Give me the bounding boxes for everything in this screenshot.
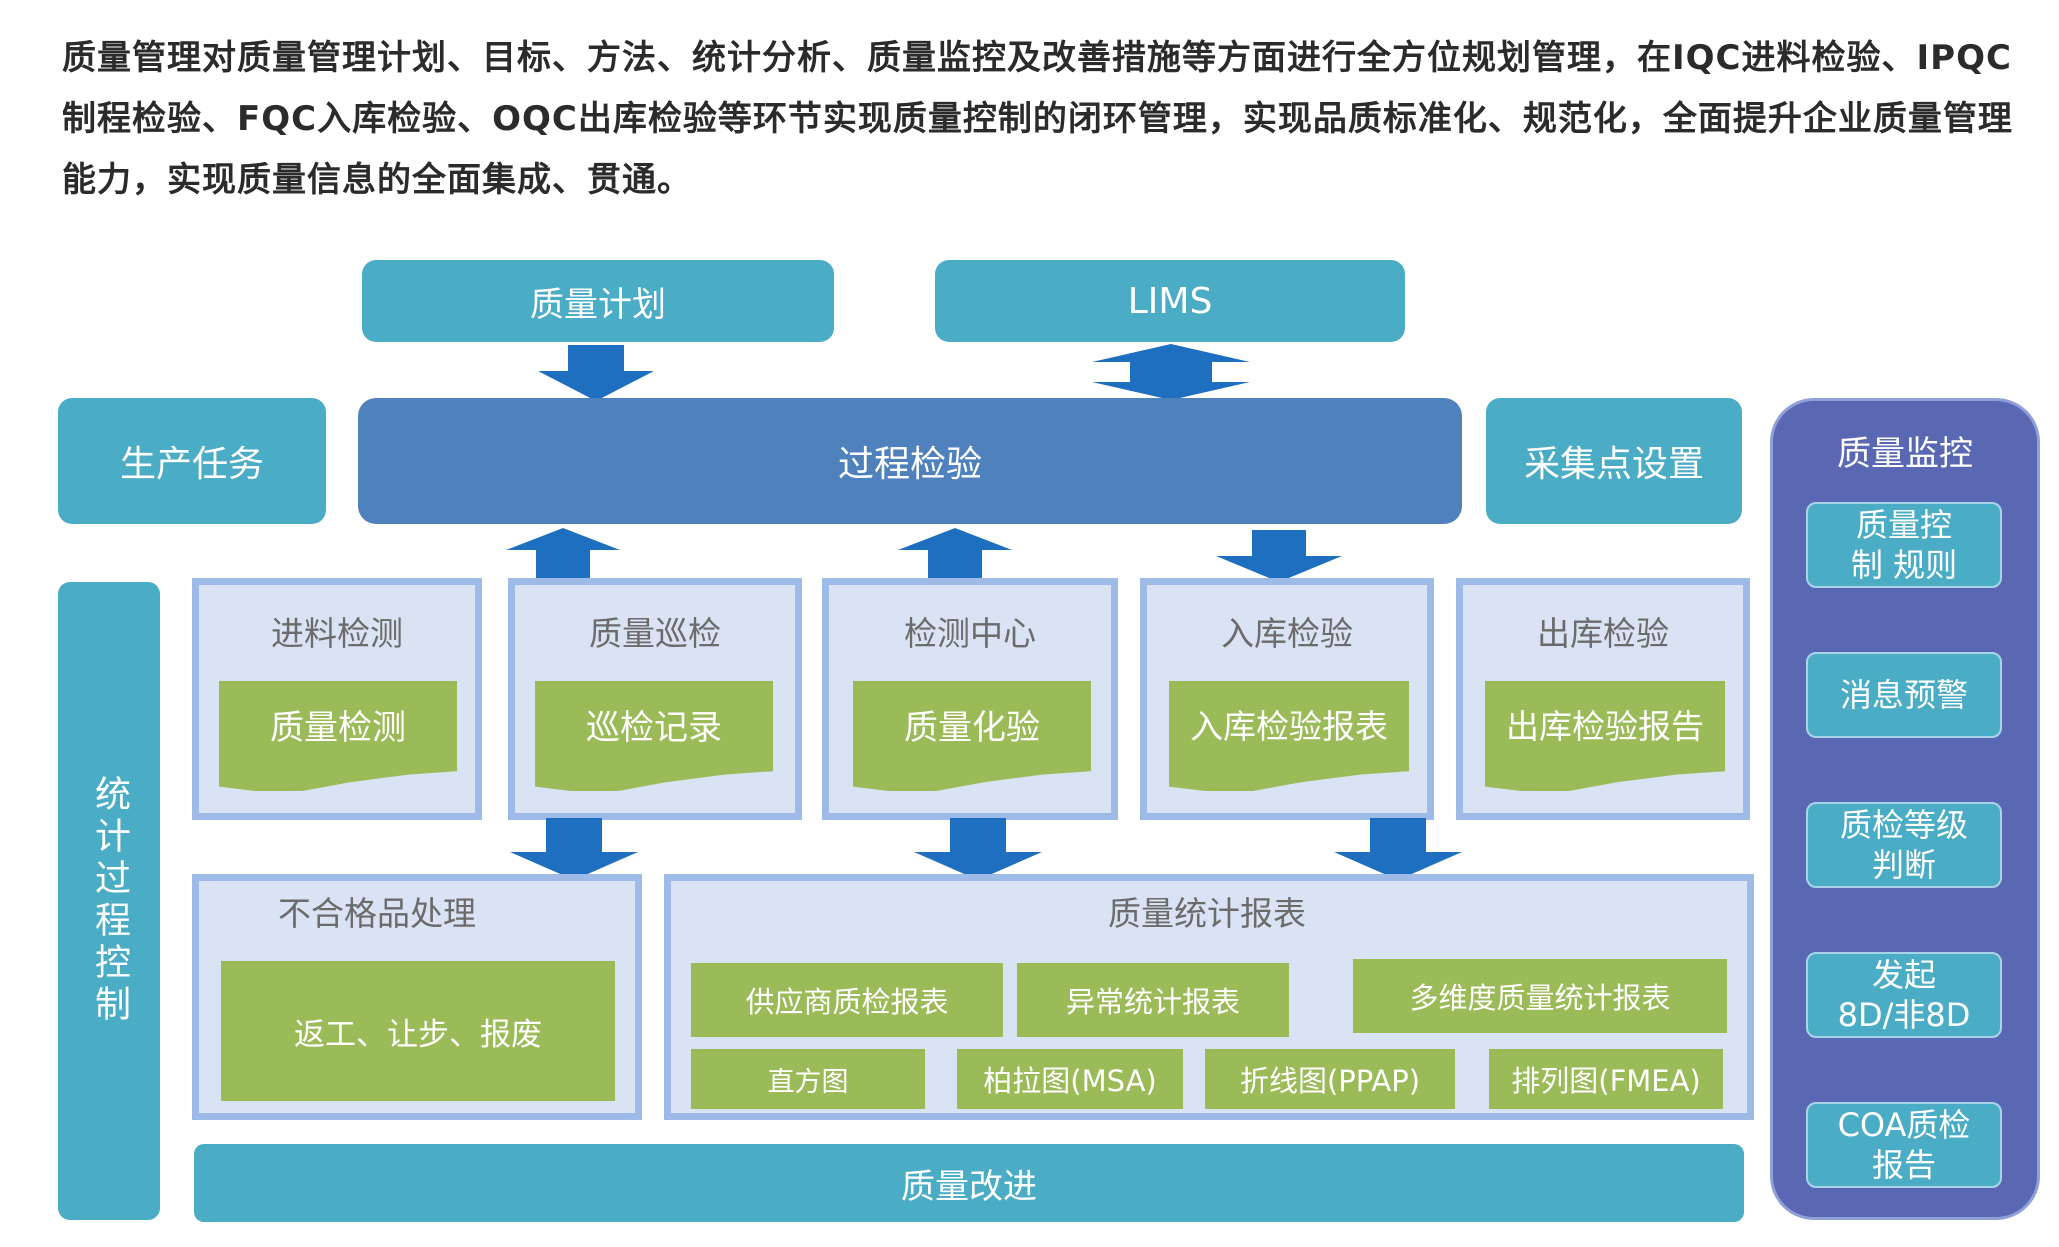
report-label: 折线图(PPAP) (1239, 1064, 1421, 1098)
doc-warehouse-in-report: 入库检验报表 (1169, 681, 1409, 791)
down-arrow-icon (538, 345, 654, 401)
quality-plan-label: 质量计划 (530, 284, 666, 325)
panel-title: 不合格品处理 (278, 894, 476, 933)
up-arrow-icon (506, 528, 620, 580)
spc-label: 统计过程控制 (89, 775, 130, 1027)
inspection-panel-patrol: 质量巡检 巡检记录 (508, 578, 802, 820)
doc-patrol-record: 巡检记录 (535, 681, 773, 791)
monitor-item-8d: 发起 8D/非8D (1806, 952, 2002, 1038)
production-task-label: 生产任务 (119, 444, 264, 485)
panel-title: 进料检测 (271, 614, 403, 653)
panel-title: 检测中心 (904, 614, 1036, 653)
doc-label: 巡检记录 (586, 707, 722, 748)
spc-bar: 统计过程控制 (58, 582, 160, 1220)
report-label: 直方图 (767, 1066, 849, 1098)
doc-quality-assay: 质量化验 (853, 681, 1091, 791)
report-label: 多维度质量统计报表 (1409, 981, 1671, 1015)
collection-point-box: 采集点设置 (1486, 398, 1742, 524)
statistics-panel: 质量统计报表 供应商质检报表 异常统计报表 多维度质量统计报表 直方图 柏拉图(… (664, 874, 1754, 1120)
inspection-panel-warehouse-in: 入库检验 入库检验报表 (1140, 578, 1434, 820)
process-inspection-box: 过程检验 (358, 398, 1462, 524)
report-label: 异常统计报表 (1065, 985, 1240, 1019)
up-arrow-icon (898, 528, 1012, 580)
monitor-item-coa: COA质检 报告 (1806, 1102, 2002, 1188)
quality-improvement-label: 质量改进 (901, 1166, 1037, 1207)
monitor-item-label: 发起 8D/非8D (1837, 956, 1971, 1034)
intro-text: 质量管理对质量管理计划、目标、方法、统计分析、质量监控及改善措施等方面进行全方位… (62, 38, 2013, 200)
process-inspection-label: 过程检验 (837, 444, 982, 485)
doc-label: 质量化验 (904, 707, 1040, 748)
lims-label: LIMS (1127, 280, 1213, 322)
down-arrow-icon (914, 818, 1042, 880)
nonconforming-label: 返工、让步、报废 (294, 1016, 542, 1053)
inspection-panel-incoming: 进料检测 质量检测 (192, 578, 482, 820)
monitor-item-grade: 质检等级 判断 (1806, 802, 2002, 888)
down-arrow-icon (1334, 818, 1462, 880)
monitor-item-label: 消息预警 (1839, 676, 1968, 714)
monitor-item-alert: 消息预警 (1806, 652, 2002, 738)
chart-pareto: 柏拉图(MSA) (957, 1049, 1183, 1109)
lims-box: LIMS (935, 260, 1405, 342)
chart-line: 折线图(PPAP) (1205, 1049, 1455, 1109)
report-label: 排列图(FMEA) (1511, 1064, 1701, 1098)
panel-title: 出库检验 (1537, 614, 1669, 653)
monitor-title-label: 质量监控 (1837, 433, 1973, 474)
production-task-box: 生产任务 (58, 398, 326, 524)
chart-histogram: 直方图 (691, 1049, 925, 1109)
report-label: 柏拉图(MSA) (983, 1064, 1157, 1098)
quality-plan-box: 质量计划 (362, 260, 834, 342)
monitor-item-label: 质量控 制 规则 (1850, 506, 1958, 584)
collection-point-label: 采集点设置 (1523, 444, 1704, 485)
report-supplier: 供应商质检报表 (691, 963, 1003, 1037)
nonconforming-content: 返工、让步、报废 (221, 961, 615, 1101)
double-arrow-icon (1092, 344, 1250, 400)
inspection-panel-lab: 检测中心 质量化验 (822, 578, 1118, 820)
report-multidimensional: 多维度质量统计报表 (1353, 959, 1727, 1033)
inspection-panel-warehouse-out: 出库检验 出库检验报告 (1456, 578, 1750, 820)
doc-warehouse-out-report: 出库检验报告 (1485, 681, 1725, 791)
quality-monitor-title: 质量监控 (1770, 420, 2040, 480)
panel-title: 质量统计报表 (1108, 894, 1306, 933)
doc-label: 质量检测 (270, 707, 406, 748)
report-abnormal: 异常统计报表 (1017, 963, 1289, 1037)
panel-title: 入库检验 (1221, 614, 1353, 653)
down-arrow-icon (510, 818, 638, 880)
panel-title: 质量巡检 (589, 614, 721, 653)
report-label: 供应商质检报表 (745, 985, 949, 1019)
monitor-item-label: COA质检 报告 (1837, 1106, 1971, 1184)
monitor-item-control-rules: 质量控 制 规则 (1806, 502, 2002, 588)
nonconforming-panel: 不合格品处理 返工、让步、报废 (192, 874, 642, 1120)
doc-label: 入库检验报表 (1190, 707, 1388, 746)
down-arrow-icon (1216, 530, 1342, 582)
doc-quality-test: 质量检测 (219, 681, 457, 791)
monitor-item-label: 质检等级 判断 (1839, 806, 1968, 884)
quality-improvement-bar: 质量改进 (194, 1144, 1744, 1222)
chart-arrangement: 排列图(FMEA) (1489, 1049, 1723, 1109)
doc-label: 出库检验报告 (1506, 707, 1704, 746)
